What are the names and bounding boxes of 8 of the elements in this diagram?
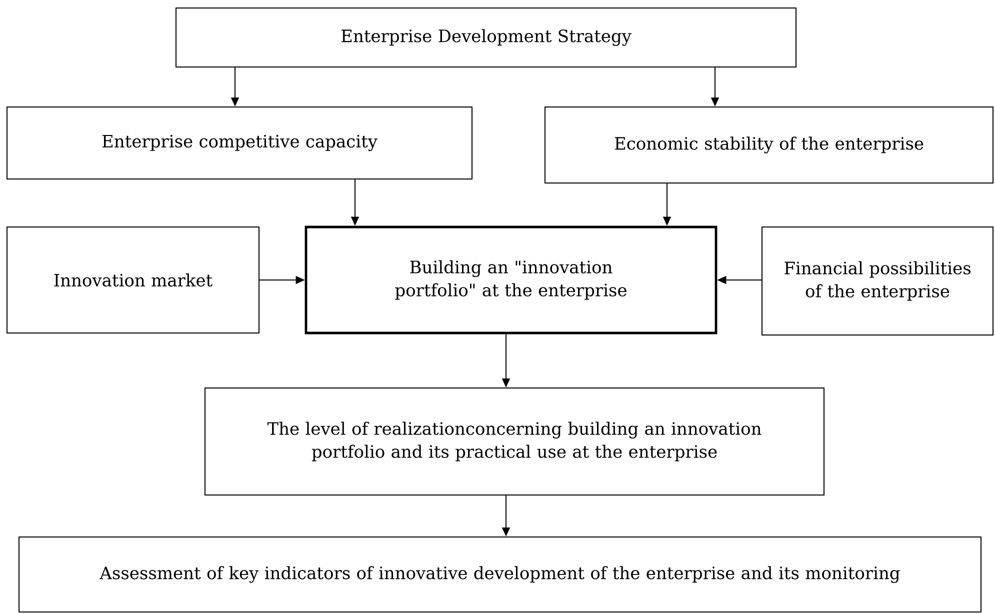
box: Economic stability of the enterprise — [544, 106, 994, 184]
box: Financial possibilities of the enterprise — [762, 226, 994, 336]
main-box: Enterprise Development Strategy — [176, 8, 796, 68]
box: The level of realizationconcerning building an innovation portfolio and its practical use at the enterprise — [204, 388, 824, 496]
box: Enterprise competitive capacity — [6, 106, 472, 180]
box: Assessment of key indicators of innovative development of the enterprise and its monitoring — [18, 536, 982, 612]
central-box: Building an "innovation portfolio" at the enterprise — [304, 226, 718, 334]
box: Innovation market — [6, 226, 260, 334]
